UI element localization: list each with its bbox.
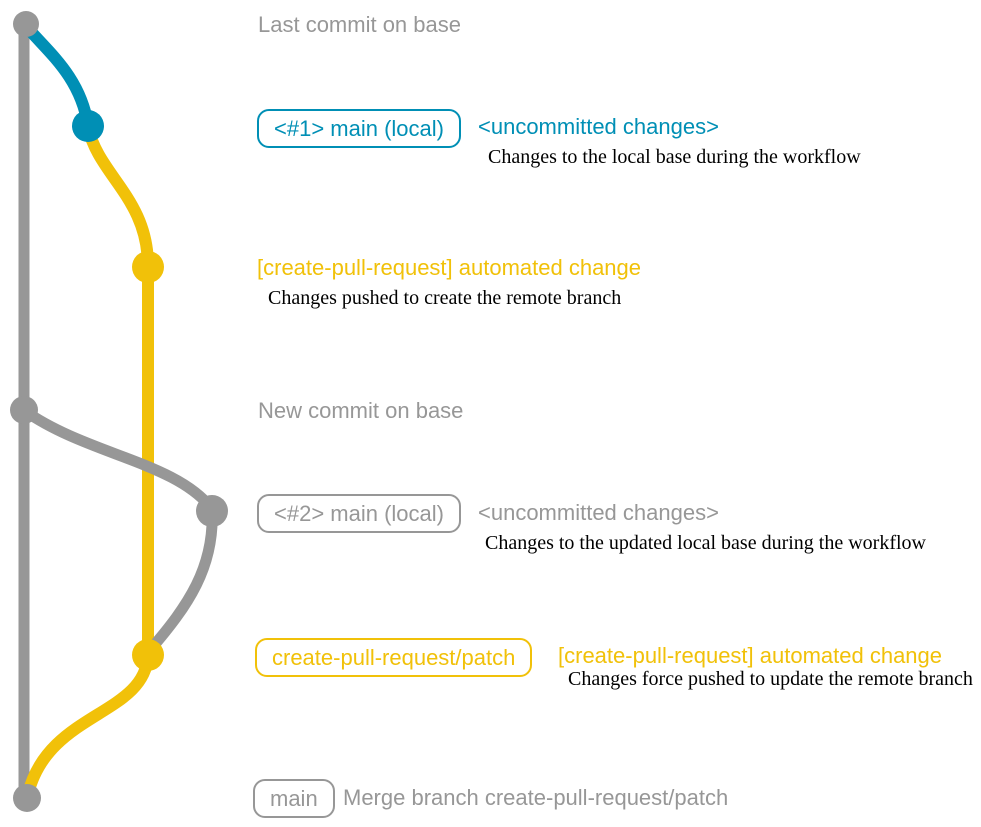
branch-label-main: main [253,779,335,818]
commit-message-uncommitted-1: <uncommitted changes> [478,114,719,139]
commit-uncommitted-2-dot [196,495,228,527]
commit-new-base-dot [10,396,38,424]
patch-branch-line [82,125,154,652]
annotation-automated-2: Changes force pushed to update the remot… [568,668,973,690]
commit-automated-1-dot [132,251,164,283]
annotation-uncommitted-2: Changes to the updated local base during… [485,532,926,554]
commit-last-base-dot [13,11,39,37]
commit-message-new-base: New commit on base [258,398,464,423]
annotation-automated-1: Changes pushed to create the remote bran… [268,287,622,309]
commit-uncommitted-1-dot [72,110,104,142]
commit-message-automated-2: [create-pull-request] automated change [558,643,943,668]
commit-message-last-base: Last commit on base [258,12,461,37]
uncommitted-1-branch-line [21,22,94,127]
branch-label-main-local-1: <#1> main (local) [257,109,461,148]
commit-message-automated-1: [create-pull-request] automated change [257,255,642,280]
commit-automated-2-dot [132,639,164,671]
branch-label-patch: create-pull-request/patch [255,638,533,677]
branch-label-main-local-2: <#2> main (local) [257,494,461,533]
patch-merge-line [22,655,154,796]
git-graph [10,11,228,812]
annotation-uncommitted-1: Changes to the local base during the wor… [488,146,861,168]
commit-message-merge: Merge branch create-pull-request/patch [343,785,729,810]
commit-message-uncommitted-2: <uncommitted changes> [478,500,719,525]
commit-merge-dot [13,784,41,812]
uncommitted-2-branch-line [21,406,218,654]
